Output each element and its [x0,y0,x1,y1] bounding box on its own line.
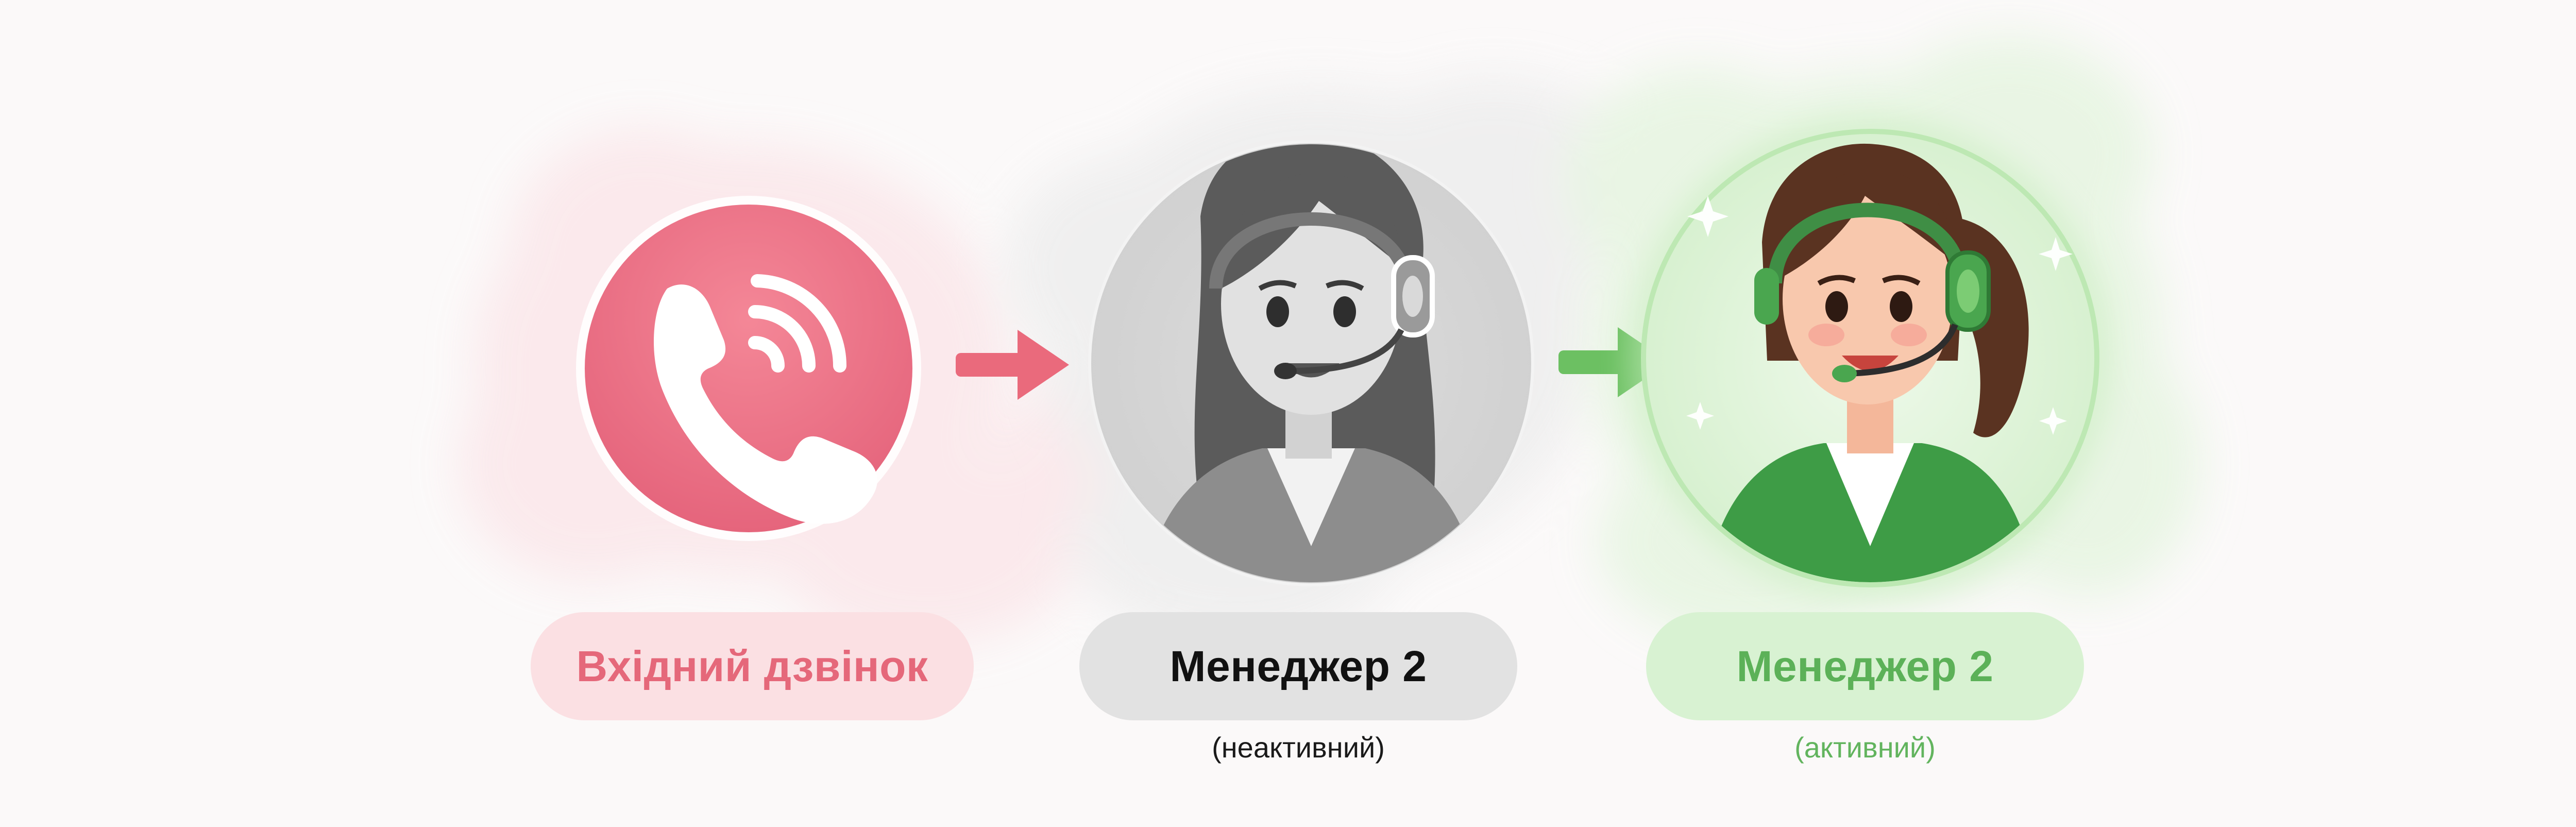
status-inactive: (неактивний) [1212,731,1385,764]
status-active: (активний) [1794,731,1936,764]
step-label-active-manager: Менеджер 2 [1646,612,2084,720]
signal-waves-icon [748,274,846,373]
sparkle-icon [1686,196,2073,435]
phone-ringing-icon [653,284,877,524]
incoming-call-node [576,196,921,541]
step-label-incoming-call: Вхідний дзвінок [531,612,974,720]
active-manager-node [1628,116,2112,600]
arrow-right-icon [956,330,1069,400]
step-label-inactive-manager: Менеджер 2 [1079,612,1517,720]
